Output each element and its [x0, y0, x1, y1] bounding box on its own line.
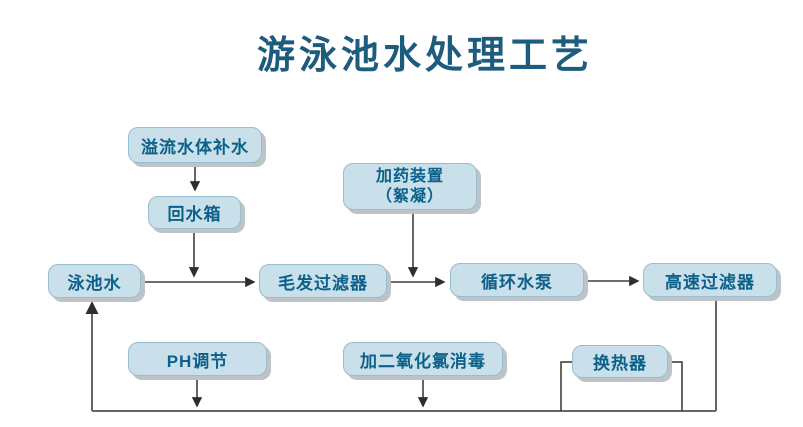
- node-circulation-pump: 循环水泵: [450, 263, 584, 297]
- node-chlorine-dioxide-disinfection: 加二氧化氯消毒: [343, 342, 503, 376]
- diagram-title: 游泳池水处理工艺: [256, 35, 593, 77]
- node-label: 循环水泵: [481, 272, 553, 292]
- connector-heatexchanger-right: [669, 361, 683, 411]
- node-overflow-water-supply: 溢流水体补水: [128, 127, 262, 163]
- node-label: 高速过滤器: [665, 272, 755, 292]
- node-label-line2: （絮凝）: [375, 187, 444, 205]
- node-label-line1: 加药装置: [375, 167, 444, 185]
- node-heat-exchanger: 换热器: [572, 345, 668, 378]
- node-label: 加二氧化氯消毒: [360, 351, 486, 371]
- node-label: PH调节: [166, 351, 229, 371]
- node-label: 换热器: [593, 354, 647, 373]
- node-label: 回水箱: [167, 205, 222, 224]
- node-pool-water: 泳池水: [48, 264, 141, 298]
- node-label: 毛发过滤器: [278, 273, 368, 293]
- node-ph-adjustment: PH调节: [128, 342, 267, 376]
- node-hair-filter: 毛发过滤器: [259, 264, 387, 298]
- node-return-water-tank: 回水箱: [148, 196, 241, 229]
- node-dosing-device-flocculation: 加药装置 （絮凝）: [343, 163, 477, 210]
- node-label: 溢流水体补水: [141, 137, 249, 157]
- connector-heatexchanger-left: [560, 361, 573, 411]
- node-label: 泳池水: [67, 273, 122, 293]
- node-high-speed-filter: 高速过滤器: [643, 263, 777, 297]
